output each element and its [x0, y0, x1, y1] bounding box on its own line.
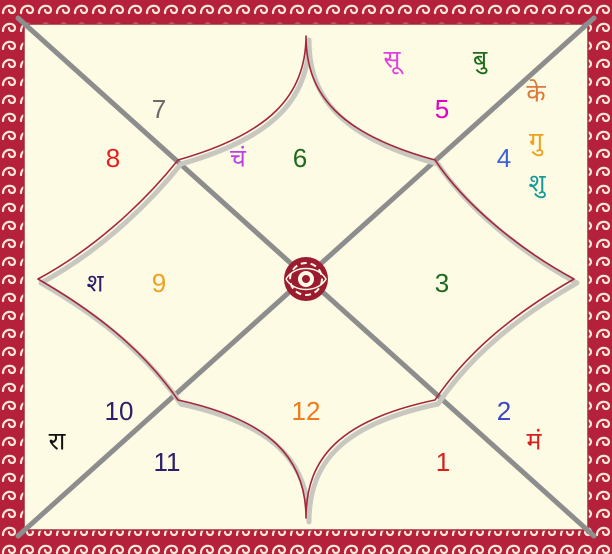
planet-chandra-label: चं [230, 146, 246, 171]
house-6-number: 6 [293, 145, 307, 171]
house-2-number: 2 [497, 398, 511, 424]
planet-surya-label: सू [384, 47, 401, 72]
house-4-number: 4 [497, 145, 511, 171]
planet-ketu-label: के [526, 81, 545, 106]
house-8-number: 8 [106, 145, 120, 171]
planet-rahu-label: रा [49, 429, 66, 454]
house-5-number: 5 [435, 96, 449, 122]
planet-budh-label: बु [473, 47, 487, 72]
house-9-number: 9 [152, 270, 166, 296]
house-1-number: 1 [436, 449, 450, 475]
planet-shukra-label: शु [528, 171, 545, 196]
planet-mangal-label: मं [527, 429, 542, 454]
house-10-number: 10 [105, 398, 134, 424]
planet-shani-label: श [86, 271, 103, 296]
center-ornament [284, 257, 328, 301]
house-3-number: 3 [435, 270, 449, 296]
house-7-number: 7 [152, 96, 166, 122]
planet-guru-label: गु [529, 129, 543, 154]
house-12-number: 12 [292, 398, 321, 424]
house-11-number: 11 [154, 449, 181, 475]
